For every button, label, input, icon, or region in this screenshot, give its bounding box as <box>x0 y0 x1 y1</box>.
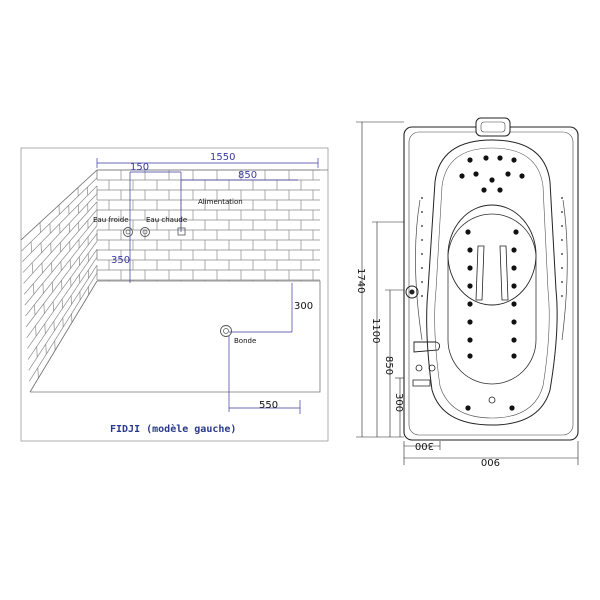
dim-300-right: 300 <box>393 393 404 412</box>
floor-side-edge <box>29 280 98 393</box>
seat-zone <box>447 204 537 306</box>
back-wall-bricks <box>96 169 320 281</box>
left-dimension-lines <box>96 158 319 414</box>
control-knob <box>405 285 419 299</box>
dim-1550: 1550 <box>210 152 235 163</box>
right-vertical-dims <box>356 121 404 438</box>
cold-water-outlet <box>123 227 133 237</box>
body-zone <box>447 213 537 385</box>
dim-550: 550 <box>259 400 278 411</box>
tub-outer-rim <box>403 126 579 441</box>
left-frame <box>20 147 329 442</box>
dim-150: 150 <box>130 162 149 173</box>
right-channel <box>561 199 568 341</box>
tub-basin-inner <box>434 147 550 419</box>
headrest <box>475 117 511 137</box>
right-horizontal-dims <box>403 441 579 465</box>
supply-outlet <box>177 224 186 236</box>
dim-1740: 1740 <box>355 268 366 293</box>
tub-basin <box>426 139 558 426</box>
label-supply: Alimentation <box>198 198 243 206</box>
label-drain: Bonde <box>234 337 256 345</box>
tub-rim-inner <box>408 131 574 436</box>
massage-jets <box>421 155 563 411</box>
hot-water-outlet <box>140 227 150 237</box>
left-channel <box>415 199 423 341</box>
left-caption: FIDJI (modèle gauche) <box>110 423 236 435</box>
side-wall-top-edge <box>20 169 98 241</box>
side-wall-bricks <box>20 169 98 393</box>
floor-outline <box>30 280 321 393</box>
left-view: 1550 150 850 350 300 550 Eau froide Eau … <box>20 147 329 442</box>
dim-300-left: 300 <box>294 301 313 312</box>
right-view: 1740 1100 850 300 300 900 <box>355 117 579 467</box>
label-cold-water: Eau froide <box>93 216 129 224</box>
dim-350: 350 <box>111 255 130 266</box>
dim-1100: 1100 <box>370 318 381 343</box>
dim-850-right: 850 <box>383 356 394 375</box>
dim-300-bottom: 300 <box>415 440 434 451</box>
faucet <box>412 341 441 387</box>
dim-850: 850 <box>238 170 257 181</box>
label-hot-water: Eau chaude <box>146 216 187 224</box>
dim-900: 900 <box>481 456 500 467</box>
tub-drain <box>488 396 496 404</box>
drain-outlet <box>220 325 232 337</box>
